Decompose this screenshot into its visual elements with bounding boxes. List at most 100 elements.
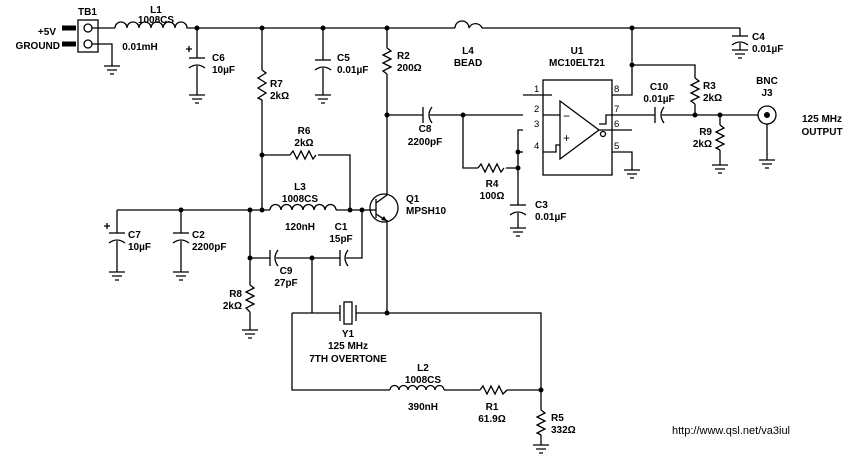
ground-icon (624, 169, 640, 179)
capacitor-c1 (339, 249, 349, 267)
inductor-l1 (114, 21, 197, 29)
resistor-r1 (479, 384, 508, 396)
wire-ground-terminal (92, 43, 113, 66)
label-l1-part: 1008CS (138, 15, 174, 26)
label-tb1: TB1 (78, 7, 97, 18)
label-r2-value: 200Ω (397, 63, 422, 74)
junction-dot (629, 25, 635, 31)
junction-dot (259, 152, 265, 158)
ic-inverted-output (599, 130, 607, 138)
ic-inner-wiring (543, 114, 560, 153)
label-c9-value: 27pF (274, 278, 297, 289)
component-labels: TB1 +5V GROUND L1 1008CS 0.01mH C6 10µF … (16, 5, 843, 437)
label-c1-value: 15pF (329, 234, 352, 245)
capacitor-c10 (654, 106, 665, 124)
resistor-r5 (535, 409, 547, 436)
junction-dot (460, 112, 466, 118)
ic-pin-labels: 1 2 3 4 5 6 7 8 − + (534, 84, 619, 152)
capacitor-c2 (172, 232, 190, 244)
label-r4-ref: R4 (486, 179, 499, 190)
junction-dot (384, 310, 390, 316)
pin-2-label: 2 (534, 104, 539, 115)
label-c2-value: 2200pF (192, 242, 226, 253)
wire-u1-pin8 (612, 28, 633, 96)
junction-dot (384, 25, 390, 31)
label-output-freq: 125 MHz (802, 114, 842, 125)
resistor-r2 (381, 47, 393, 75)
ground-icon (242, 329, 258, 339)
wire-y1-loop (291, 312, 542, 391)
label-c9-ref: C9 (280, 266, 293, 277)
label-l3-part: 1008CS (282, 194, 318, 205)
label-r5-ref: R5 (551, 413, 564, 424)
resistor-r9 (714, 124, 726, 151)
junction-dot (347, 207, 353, 213)
wire-r6 (262, 154, 351, 210)
label-c10-ref: C10 (650, 82, 669, 93)
junction-dot (259, 25, 265, 31)
junction-dot (717, 112, 723, 118)
junction-dot (515, 165, 521, 171)
terminal-screw (83, 39, 93, 49)
label-c2-ref: C2 (192, 230, 205, 241)
source-url: http://www.qsl.net/va3iul (672, 425, 790, 437)
resistor-r7 (256, 69, 268, 101)
label-r5-value: 332Ω (551, 425, 576, 436)
capacitor-c4 (731, 35, 749, 46)
label-y1-ref: Y1 (342, 329, 355, 340)
label-y1-freq: 125 MHz (328, 341, 368, 352)
capacitor-c5 (314, 59, 332, 71)
ic-plus-sign: + (563, 131, 570, 145)
bnc-connector-j3 (757, 105, 777, 125)
label-c8-value: 2200pF (408, 137, 442, 148)
ic-body (542, 79, 613, 176)
resistor-r8 (244, 284, 256, 313)
ground-icon (104, 65, 120, 75)
label-r7-ref: R7 (270, 79, 283, 90)
terminal-block-body (77, 19, 99, 53)
label-u1-ref: U1 (571, 46, 584, 57)
resistor-r3 (689, 77, 701, 105)
label-c10-value: 0.01µF (643, 94, 674, 105)
label-c4-ref: C4 (752, 32, 765, 43)
crystal-y1 (339, 301, 357, 325)
junction-dot (247, 255, 253, 261)
label-r3-value: 2kΩ (703, 93, 722, 104)
label-ground: GROUND (16, 41, 60, 52)
ic-minus-sign: − (563, 109, 570, 123)
label-l4-value: BEAD (454, 58, 482, 69)
label-u1-part: MC10ELT21 (549, 58, 605, 69)
resistor-r4 (477, 162, 505, 174)
label-q1-ref: Q1 (406, 194, 420, 205)
label-c4-value: 0.01µF (752, 44, 783, 55)
junction-dot (178, 207, 184, 213)
wire-r4-line (462, 115, 523, 169)
label-r8-value: 2kΩ (223, 301, 242, 312)
capacitor-c8 (422, 106, 433, 124)
label-r2-ref: R2 (397, 51, 410, 62)
label-r1-ref: R1 (486, 402, 499, 413)
resistor-r6 (289, 149, 317, 161)
label-l2-ref: L2 (417, 363, 429, 374)
label-plus5v: +5V (38, 27, 56, 38)
label-r1-value: 61.9Ω (478, 414, 505, 425)
label-l3-value: 120nH (285, 222, 315, 233)
ground-icon (173, 271, 189, 281)
label-c5-ref: C5 (337, 53, 350, 64)
junction-dot (247, 207, 253, 213)
junction-dot (629, 62, 635, 68)
label-c1-ref: C1 (335, 222, 348, 233)
junction-dot (538, 387, 544, 393)
pin-6-label: 6 (614, 119, 619, 130)
junction-dot (359, 207, 365, 213)
ground-icon (315, 94, 331, 104)
inductor-l2 (389, 384, 445, 391)
label-r7-value: 2kΩ (270, 91, 289, 102)
wire-c9 (250, 210, 363, 259)
label-r8-ref: R8 (229, 289, 242, 300)
pin-7-label: 7 (614, 104, 619, 115)
pin-3-label: 3 (534, 119, 539, 130)
label-c3-ref: C3 (535, 200, 548, 211)
label-r4-value: 100Ω (480, 191, 505, 202)
